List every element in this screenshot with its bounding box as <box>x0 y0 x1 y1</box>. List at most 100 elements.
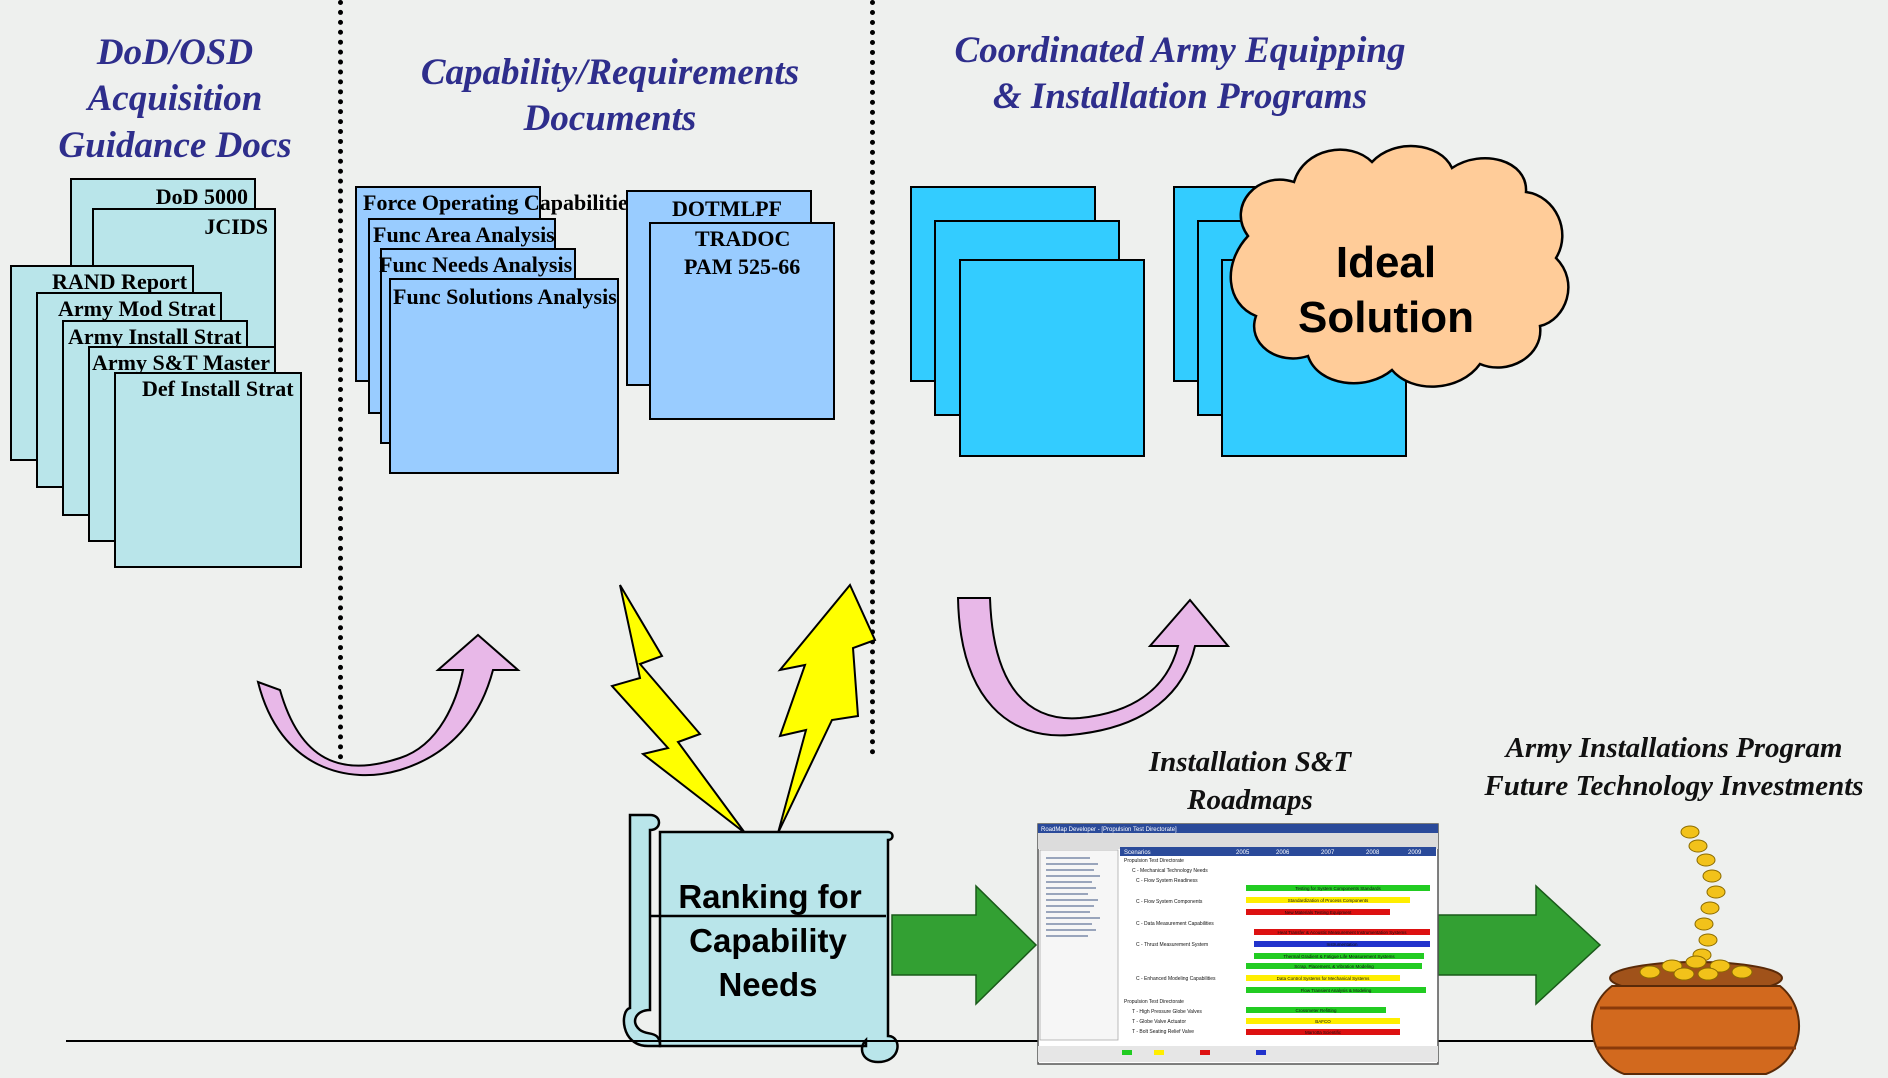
roadmap-bar-label: Thermal Gradient & Fatigue Life Measurem… <box>1283 954 1395 959</box>
roadmap-year: 2008 <box>1366 850 1380 856</box>
roadmap-row-label: C - Enhanced Modeling Capabilities <box>1136 976 1216 982</box>
roadmap-row-label: Propulsion Test Directorate <box>1124 999 1184 1005</box>
roadmap-year: 2006 <box>1276 850 1290 856</box>
doc-label: DOTMLPF <box>672 196 782 221</box>
roadmap-row-label: T - Globe Valve Actuator <box>1132 1019 1186 1025</box>
legend-swatch <box>1200 1050 1210 1055</box>
curved-arrow-capability-to-programs <box>956 597 1231 737</box>
legend-swatch <box>1154 1050 1164 1055</box>
doc-label: JCIDS <box>204 214 268 239</box>
doc-label: Army S&T Master <box>92 350 270 375</box>
scroll-label: Ranking for <box>678 878 861 915</box>
roadmap-bar-label: Crossmeter Refitting <box>1295 1008 1337 1013</box>
roadmap-title: RoadMap Developer - [Propulsion Test Dir… <box>1041 827 1177 833</box>
roadmap-bar <box>1246 909 1390 915</box>
doc-label: RAND Report <box>52 269 188 294</box>
roadmap-row-label: C - Flow System Components <box>1136 899 1203 905</box>
roadmap-year: 2005 <box>1236 850 1250 856</box>
roadmap-tree-items <box>1046 857 1100 937</box>
caption-line: Installation S&T <box>1148 746 1352 778</box>
pot-body <box>1590 985 1801 1075</box>
roadmap-titlebar <box>1038 824 1438 833</box>
roadmap-bar <box>1246 975 1400 981</box>
roadmap-year: 2007 <box>1321 850 1335 856</box>
pot-of-gold <box>1590 825 1801 1075</box>
doc-label: TRADOC <box>695 226 791 251</box>
doc-label: DoD 5000 <box>155 184 248 209</box>
roadmap-bar-label: Marrotta Scientific <box>1305 1030 1342 1035</box>
roadmap-row-label: C - Flow System Readiness <box>1136 878 1198 884</box>
doc-func-solutions-analysis: Func Solutions Analysis <box>389 278 619 474</box>
caption-line: Future Technology Investments <box>1484 769 1864 802</box>
curved-arrow-guidance-to-capability <box>256 633 521 777</box>
program-doc <box>959 259 1145 457</box>
gold-coin-pile <box>1639 955 1753 981</box>
roadmap-bar <box>1246 1029 1400 1035</box>
cloud-shape <box>1229 144 1570 388</box>
roadmap-toolbar <box>1038 833 1438 849</box>
lightning-bolt-right <box>777 583 877 834</box>
doc-label: Army Install Strat <box>68 324 242 349</box>
header-army-programs: Coordinated Army Equipping & Installatio… <box>920 28 1440 121</box>
roadmap-year: 2009 <box>1408 850 1422 856</box>
roadmap-bar <box>1246 1007 1386 1013</box>
roadmap-screenshot: RoadMap Developer - [Propulsion Test Dir… <box>1037 823 1439 1065</box>
roadmap-bars: Testing for System Components Standards … <box>1246 885 1430 1035</box>
ranking-scroll: Ranking for Capability Needs <box>622 813 899 1064</box>
roadmap-bar-label: Flow Transient Analysis & Modeling <box>1301 988 1372 993</box>
caption-line: Army Installations Program <box>1505 732 1843 764</box>
roadmap-row-label: C - Mechanical Technology Needs <box>1132 868 1208 874</box>
roadmap-grid-header <box>1120 847 1436 856</box>
header-dod-line: DoD/OSD <box>96 32 254 73</box>
roadmap-bar <box>1254 929 1430 935</box>
header-capability-line: Capability/Requirements <box>420 52 800 93</box>
caption-investments: Army Installations Program Future Techno… <box>1460 730 1888 805</box>
roadmap-bar-label: BAFCO <box>1315 1019 1331 1024</box>
scroll-label: Capability <box>689 922 847 959</box>
roadmap-bar-label: Scrap, Placement, & Vibration Modeling <box>1294 964 1374 969</box>
roadmap-tree-pane <box>1039 849 1119 1041</box>
header-dod-osd: DoD/OSD Acquisition Guidance Docs <box>30 30 320 169</box>
green-arrow-to-roadmaps <box>891 884 1038 1006</box>
header-dod-line: Guidance Docs <box>58 124 292 166</box>
caption-line: Roadmaps <box>1187 783 1313 816</box>
roadmap-bar-label: New Materials Testing Equipment <box>1285 910 1352 915</box>
roadmap-bar-label: Testing for System Components Standards <box>1295 886 1381 891</box>
roadmap-bar <box>1246 885 1430 891</box>
header-dod-line: Acquisition <box>87 78 263 120</box>
roadmap-bar-label: Standardization of Process Components <box>1288 898 1369 903</box>
roadmap-row-label: Propulsion Test Directorate <box>1124 858 1184 864</box>
roadmap-bar <box>1246 1018 1400 1024</box>
roadmap-row-label: C - Data Measurement Capabilities <box>1136 921 1214 927</box>
header-army-line: & Installation Programs <box>992 76 1368 118</box>
roadmap-row-label: T - Bolt Seating Relief Valve <box>1132 1029 1194 1035</box>
caption-roadmaps: Installation S&T Roadmaps <box>1130 744 1370 819</box>
doc-label: Func Needs Analysis <box>379 252 573 277</box>
header-capability-requirements: Capability/Requirements Documents <box>380 50 840 143</box>
roadmap-bar-label: Heat Transfer & Acoustic Measurement Ins… <box>1277 930 1407 935</box>
doc-label: Army Mod Strat <box>58 296 216 321</box>
doc-def-install-strat: Def Install Strat <box>114 372 302 568</box>
cloud-label: Ideal <box>1336 238 1436 287</box>
header-capability-line: Documents <box>523 98 697 140</box>
gold-coin-stream <box>1680 825 1726 962</box>
legend-swatch <box>1256 1050 1266 1055</box>
scroll-body <box>658 830 899 1064</box>
doc-label: Force Operating Capabilities <box>363 190 637 215</box>
legend-swatch <box>1122 1050 1132 1055</box>
roadmap-bar-label: Data Control Systems for Mechanical Syst… <box>1277 976 1371 981</box>
roadmap-bar <box>1246 897 1410 903</box>
doc-label: Func Area Analysis <box>373 222 555 247</box>
divider-right <box>870 0 875 755</box>
roadmap-statusbar <box>1038 1046 1438 1062</box>
roadmap-row-label: C - Thrust Measurement System <box>1136 942 1208 948</box>
roadmap-bar <box>1246 987 1426 993</box>
ideal-solution-cloud: Ideal Solution <box>1229 144 1570 388</box>
roadmap-bar <box>1254 941 1430 947</box>
doc-tradoc-pam: TRADOC PAM 525-66 <box>649 222 835 420</box>
roadmap-row-label: T - High Pressure Globe Valves <box>1132 1009 1202 1015</box>
scroll-label: Needs <box>718 966 817 1003</box>
roadmap-bar-label: Instrumentation <box>1326 942 1358 947</box>
